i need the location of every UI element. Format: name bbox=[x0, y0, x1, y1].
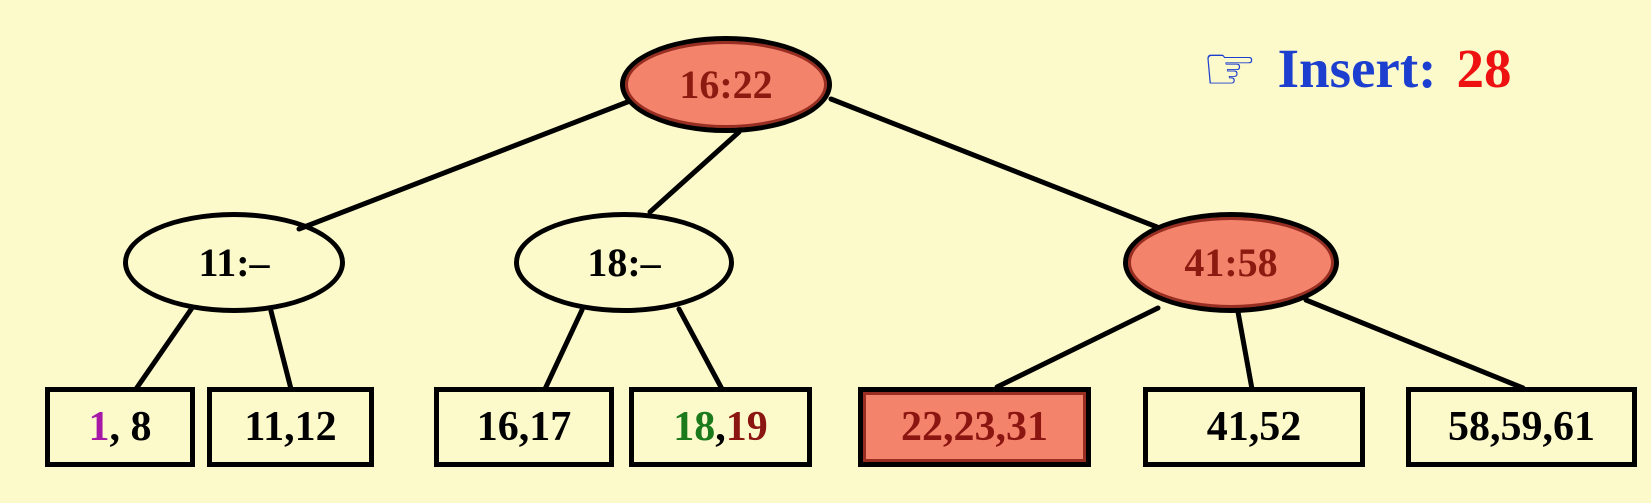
insert-label: Insert: bbox=[1277, 37, 1437, 99]
insert-value: 28 bbox=[1456, 37, 1512, 99]
pointing-hand-icon: ☞ bbox=[1202, 32, 1258, 105]
tree-node-root: 16:22 bbox=[620, 36, 832, 133]
leaf-18-19-value-19: 19 bbox=[725, 404, 768, 450]
edge-node-18-to-leaf-16-17 bbox=[542, 307, 585, 392]
tree-node-18: 18:– bbox=[514, 212, 734, 313]
tree-node-41-58: 41:58 bbox=[1123, 212, 1339, 313]
tree-node-root-label: 16:22 bbox=[679, 62, 773, 107]
leaf-58-59-61: 58,59,61 bbox=[1406, 387, 1637, 467]
leaf-16-17-values: 16,17 bbox=[476, 404, 572, 450]
leaf-41-52-values: 41,52 bbox=[1206, 404, 1302, 450]
leaf-1-8: 1, 8 bbox=[45, 387, 195, 467]
leaf-22-23-31-values: 22,23,31 bbox=[901, 404, 1048, 450]
leaf-11-12-values: 11,12 bbox=[244, 404, 337, 450]
tree-node-11-label: 11:– bbox=[198, 240, 270, 285]
edge-root-to-node-41 bbox=[828, 96, 1160, 230]
leaf-41-52: 41,52 bbox=[1143, 387, 1365, 467]
edge-node-11-to-leaf-11-12 bbox=[268, 308, 294, 392]
tree-node-18-label: 18:– bbox=[587, 240, 661, 285]
edge-node-11-to-leaf-1-8 bbox=[133, 305, 195, 392]
edge-root-to-node-18 bbox=[647, 129, 742, 215]
edge-node-41-to-leaf-58-59-61 bbox=[1303, 297, 1526, 391]
edge-root-to-node-11 bbox=[296, 98, 633, 232]
leaf-18-19-comma: , bbox=[715, 404, 726, 450]
leaf-11-12: 11,12 bbox=[207, 387, 374, 467]
leaf-1-8-value-8: , 8 bbox=[109, 404, 152, 450]
edge-node-18-to-leaf-18-19 bbox=[676, 306, 725, 392]
tree-node-11: 11:– bbox=[123, 212, 345, 313]
edge-node-41-to-leaf-41-52 bbox=[1235, 309, 1255, 392]
leaf-18-19-value-18: 18 bbox=[673, 404, 716, 450]
leaf-58-59-61-values: 58,59,61 bbox=[1448, 404, 1595, 450]
leaf-1-8-value-1: 1 bbox=[88, 404, 110, 450]
leaf-16-17: 16,17 bbox=[434, 387, 614, 467]
insert-annotation: ☞ Insert: 28 bbox=[1202, 38, 1511, 100]
tree-node-41-58-label: 41:58 bbox=[1184, 240, 1278, 285]
leaf-22-23-31: 22,23,31 bbox=[858, 387, 1091, 467]
edge-node-41-to-leaf-22-23-31 bbox=[994, 305, 1161, 390]
leaf-18-19: 18,19 bbox=[629, 387, 812, 467]
